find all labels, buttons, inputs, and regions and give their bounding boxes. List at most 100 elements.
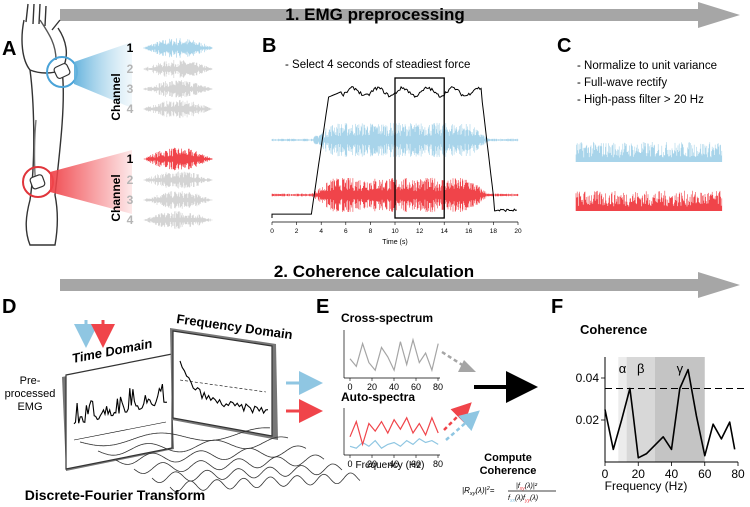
upper-emg-trace bbox=[143, 99, 213, 119]
x-tick-label: 40 bbox=[389, 382, 399, 392]
transform-label: Discrete-Fourier Transform bbox=[25, 487, 206, 503]
y-tick-label: 0.02 bbox=[576, 413, 600, 427]
panel-b-caption: - Select 4 seconds of steadiest force bbox=[285, 59, 470, 71]
section1-title: 1. EMG preprocessing bbox=[285, 5, 465, 24]
x-tick-label: 14 bbox=[441, 228, 449, 235]
panel-b-xlabel: Time (s) bbox=[382, 239, 407, 246]
panel-c-step-3: - High-pass filter > 20 Hz bbox=[577, 94, 704, 106]
x-tick-label: 0 bbox=[270, 228, 274, 235]
arm-illustration bbox=[21, 3, 68, 246]
lower-emg-trace bbox=[143, 171, 213, 189]
panel-a-letter: A bbox=[2, 38, 16, 60]
input-label-line3: EMG bbox=[17, 401, 42, 413]
basis-wave bbox=[79, 427, 271, 447]
x-tick-label: 18 bbox=[490, 228, 498, 235]
compute-label-line1: Compute bbox=[484, 452, 532, 464]
x-tick-label: 40 bbox=[665, 467, 679, 481]
basis-wave bbox=[169, 472, 361, 492]
x-tick-label: 0 bbox=[602, 467, 609, 481]
x-tick-label: 16 bbox=[465, 228, 473, 235]
frequency-band bbox=[626, 357, 655, 462]
channel-number: 4 bbox=[127, 213, 134, 227]
panel-c-step-1: - Normalize to unit variance bbox=[577, 60, 717, 72]
upper-emg-trace bbox=[143, 38, 213, 58]
x-tick-label: 60 bbox=[411, 382, 421, 392]
basis-wave bbox=[133, 454, 325, 474]
x-tick-label: 20 bbox=[632, 467, 646, 481]
lower-emg-trace bbox=[143, 211, 213, 229]
basis-wave bbox=[97, 436, 289, 456]
x-tick-label: 40 bbox=[389, 459, 399, 469]
rectified-emg-traces bbox=[575, 141, 723, 211]
upper-emg-trace bbox=[143, 80, 213, 98]
panel-c-letter: C bbox=[557, 35, 571, 57]
lower-electrode bbox=[22, 150, 132, 214]
x-tick-label: 0 bbox=[347, 382, 352, 392]
frequency-band bbox=[618, 357, 627, 462]
x-tick-label: 6 bbox=[344, 228, 348, 235]
compute-label-line2: Coherence bbox=[480, 465, 537, 477]
x-tick-label: 20 bbox=[367, 459, 377, 469]
band-label: β bbox=[637, 361, 644, 376]
dft-basis-waves bbox=[79, 427, 361, 492]
panel-a-channel-labels: Channel Channel bbox=[109, 73, 123, 221]
frequency-domain-panel bbox=[170, 328, 278, 440]
rectified-upper-trace bbox=[575, 141, 723, 162]
section1-arrow bbox=[60, 2, 740, 28]
lower-emg-trace bbox=[271, 177, 519, 213]
upper-electrode bbox=[46, 42, 132, 108]
svg-text:fxx(λ)fyy(λ): fxx(λ)fyy(λ) bbox=[508, 495, 538, 504]
channel-axis-label-lower: Channel bbox=[109, 174, 123, 221]
panel-b-letter: B bbox=[262, 35, 276, 57]
x-tick-label: 10 bbox=[391, 228, 399, 235]
x-tick-label: 60 bbox=[698, 467, 712, 481]
panel-a-emg-traces bbox=[143, 38, 213, 229]
x-tick-label: 20 bbox=[514, 228, 522, 235]
input-label-line1: Pre- bbox=[20, 375, 41, 387]
x-tick-label: 80 bbox=[433, 382, 443, 392]
svg-text:|Rxy(λ)|2=: |Rxy(λ)|2= bbox=[462, 486, 495, 497]
frequency-band bbox=[654, 357, 705, 462]
x-tick-label: 8 bbox=[369, 228, 373, 235]
x-tick-label: 2 bbox=[295, 228, 299, 235]
panel-f-title: Coherence bbox=[580, 322, 647, 337]
band-label: α bbox=[619, 361, 627, 376]
upper-emg-trace bbox=[271, 122, 519, 158]
x-tick-label: 12 bbox=[416, 228, 424, 235]
section2-arrow bbox=[60, 272, 740, 298]
lower-emg-trace bbox=[143, 191, 213, 209]
time-domain-panel bbox=[62, 353, 174, 471]
coherence-line bbox=[604, 368, 736, 459]
x-tick-label: 0 bbox=[347, 459, 352, 469]
channel-number: 3 bbox=[127, 82, 134, 96]
rectified-lower-trace bbox=[575, 190, 723, 211]
selection-window bbox=[394, 77, 445, 219]
basis-wave bbox=[151, 463, 343, 483]
channel-axis-label-upper: Channel bbox=[109, 73, 123, 120]
svg-text:|fxy(λ)|²: |fxy(λ)|² bbox=[516, 483, 538, 492]
frequency-domain-trace bbox=[179, 360, 269, 415]
panel-f-letter: F bbox=[551, 296, 563, 318]
channel-number: 4 bbox=[127, 102, 134, 116]
panel-e-letter: E bbox=[316, 296, 329, 318]
panel-f-xlabel: Frequency (Hz) bbox=[605, 479, 688, 493]
channel-number: 1 bbox=[127, 152, 134, 166]
section2-title: 2. Coherence calculation bbox=[274, 262, 474, 281]
auto-spectra-title: Auto-spectra bbox=[341, 390, 415, 404]
x-tick-label: 60 bbox=[411, 459, 421, 469]
band-label: γ bbox=[677, 361, 684, 376]
panel-c-step-2: - Full-wave rectify bbox=[577, 77, 667, 89]
force-trace bbox=[271, 85, 517, 218]
channel-number: 1 bbox=[127, 41, 134, 55]
channel-number: 3 bbox=[127, 193, 134, 207]
y-tick-label: 0.04 bbox=[576, 371, 600, 385]
channel-number: 2 bbox=[127, 62, 134, 76]
panel-d-letter: D bbox=[2, 296, 16, 318]
upper-channel-numbers: 1 2 3 4 bbox=[127, 41, 134, 116]
e-arrows bbox=[441, 350, 538, 441]
upper-emg-trace bbox=[143, 60, 213, 78]
